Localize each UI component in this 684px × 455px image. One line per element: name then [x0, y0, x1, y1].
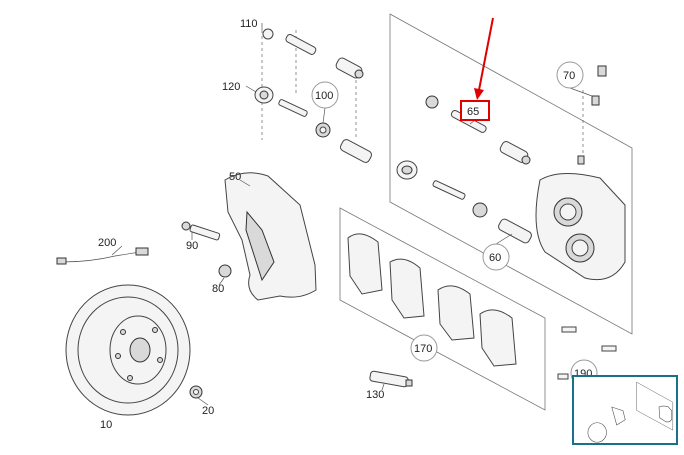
bubble-70	[556, 61, 584, 89]
bolt-80	[218, 264, 232, 278]
label-110: 110	[240, 18, 258, 30]
label-50: 50	[229, 171, 241, 183]
leader-line	[218, 277, 225, 286]
label-10: 10	[100, 419, 112, 431]
brake-pad-4	[479, 309, 517, 367]
spring-clips	[557, 326, 617, 380]
disc-screw-20	[189, 385, 203, 399]
leader-line	[322, 107, 326, 124]
label-60: 60	[489, 252, 501, 264]
caliper-carrier	[224, 172, 317, 301]
leader-line	[245, 85, 257, 93]
brake-pad-1	[347, 233, 383, 295]
grease-tube	[369, 370, 413, 388]
label-65: 65	[467, 106, 479, 118]
bolt-caliper	[432, 180, 466, 200]
guide-pin-upper	[285, 33, 317, 55]
boot-65	[499, 141, 531, 165]
wear-sensor-cable	[56, 247, 149, 265]
brake-disc	[65, 284, 191, 416]
guide-pin-lower	[339, 139, 373, 163]
brake-pad-2	[389, 258, 425, 319]
pads-panel	[339, 207, 546, 411]
bubble-60	[482, 243, 510, 271]
bubble-100	[311, 81, 339, 109]
leader-line	[111, 245, 123, 256]
label-130: 130	[366, 389, 384, 401]
dust-seal-120	[254, 86, 274, 104]
seal-ring-caliper	[396, 160, 418, 180]
leader-line	[495, 233, 513, 245]
brake-caliper-body	[535, 173, 626, 281]
leader-line	[197, 397, 209, 406]
overview-thumbnail[interactable]	[572, 375, 678, 445]
label-120: 120	[222, 81, 240, 93]
red-arrow-icon	[474, 17, 494, 100]
label-90: 90	[186, 240, 198, 252]
label-170: 170	[414, 343, 432, 355]
bleeder-valve-70	[577, 65, 607, 165]
label-70: 70	[563, 70, 575, 82]
bushing-110	[262, 28, 274, 40]
guide-pin-caliper	[498, 218, 532, 244]
boot-upper	[335, 57, 364, 79]
highlight-box-65	[460, 100, 490, 121]
nut-65-top	[425, 95, 439, 109]
caliper-panel	[389, 13, 633, 335]
leader-line	[381, 383, 385, 391]
nut-caliper	[472, 202, 488, 218]
leader-line	[569, 87, 593, 97]
leader-line	[239, 179, 251, 187]
label-200: 200	[98, 237, 116, 249]
bolt-120	[278, 99, 308, 117]
label-100: 100	[315, 90, 333, 102]
label-20: 20	[202, 405, 214, 417]
label-80: 80	[212, 283, 224, 295]
nut-100	[315, 122, 331, 138]
brake-pad-3	[437, 285, 475, 341]
carrier-bolt-90	[181, 221, 221, 241]
bubble-170	[410, 334, 438, 362]
